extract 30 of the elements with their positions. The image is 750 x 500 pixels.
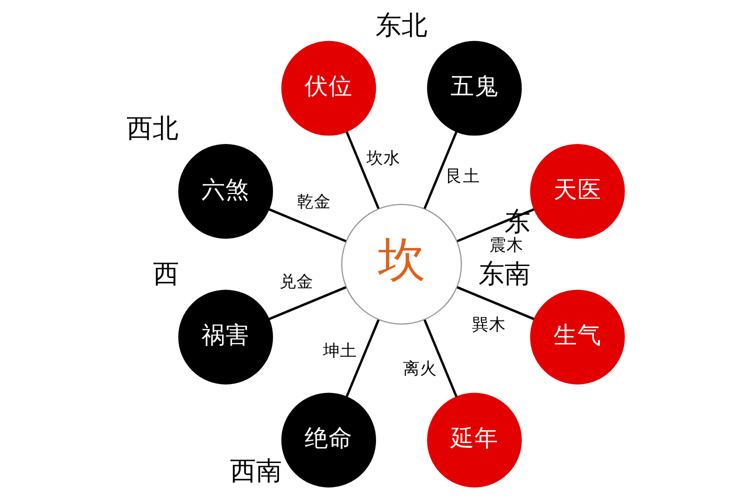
edge-label: 坎水: [366, 148, 400, 168]
edge-label: 震木: [489, 235, 524, 254]
node-circle: 绝命: [280, 392, 376, 488]
node-circle: 祸害: [178, 290, 272, 384]
node-label: 东北: [375, 10, 428, 41]
node-label: 西北: [126, 114, 178, 144]
node-label: 东南: [478, 260, 530, 290]
connector: [345, 131, 380, 209]
node-circle: 生气: [530, 290, 624, 384]
node-circle: 天医: [530, 144, 624, 239]
edge-label: 坤土: [322, 340, 357, 360]
node-circle: 伏位: [280, 40, 376, 136]
connector: [423, 319, 457, 397]
node-circle: 坎: [340, 204, 462, 325]
connector: [268, 286, 346, 320]
node-circle: 六煞: [178, 144, 272, 239]
edge-label: 巽木: [471, 315, 506, 334]
connector: [345, 319, 380, 397]
connector: [456, 286, 534, 320]
connector: [456, 208, 534, 242]
edge-label: 兑金: [278, 272, 313, 291]
node-label: 西: [152, 260, 178, 290]
edge-label: 艮土: [445, 166, 480, 186]
edge-label: 乾金: [296, 192, 331, 212]
connector: [423, 131, 457, 209]
connector: [268, 208, 346, 242]
node-label: 西南: [229, 456, 282, 486]
edge-label: 离火: [402, 358, 436, 378]
node-circle: 五鬼: [426, 40, 522, 136]
node-circle: 延年: [426, 392, 522, 488]
